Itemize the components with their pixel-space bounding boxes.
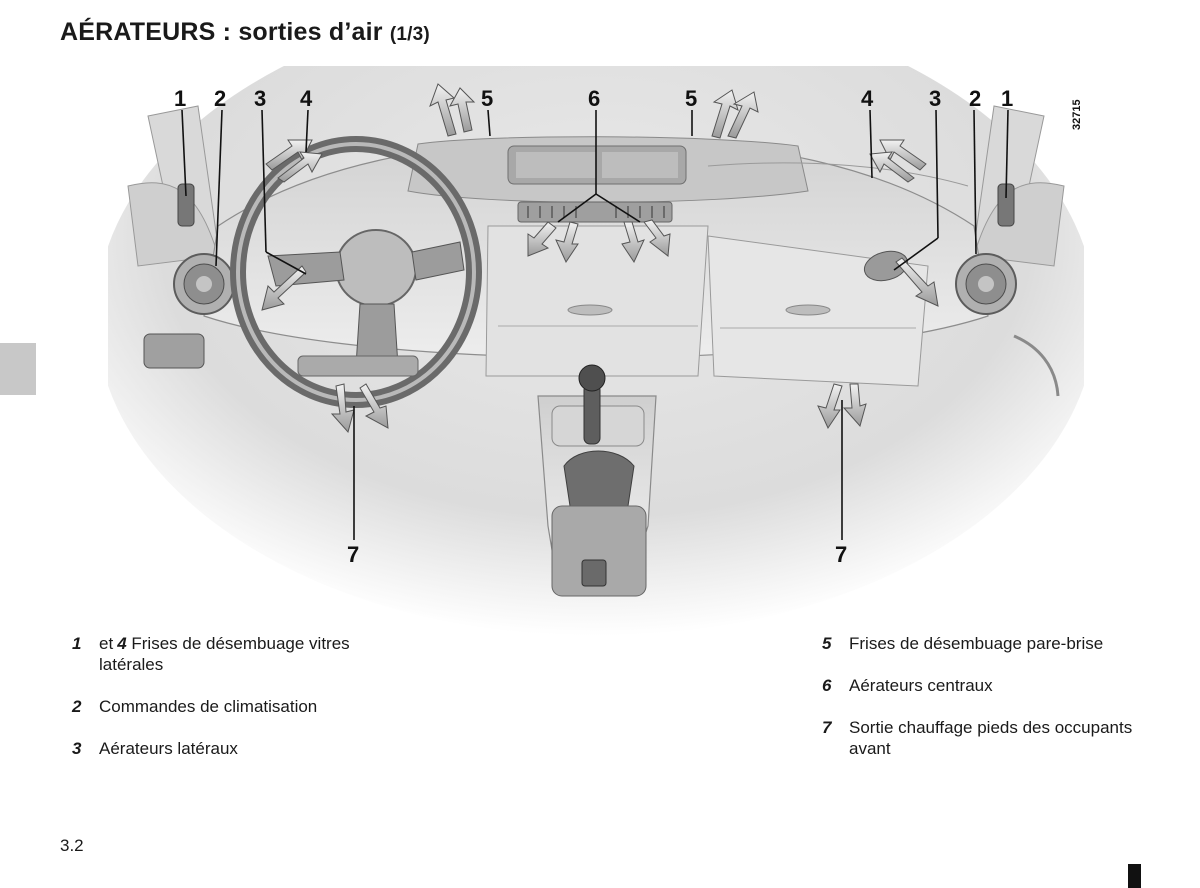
callout-1-left: 1 xyxy=(174,86,186,111)
legend-number: 3 xyxy=(72,739,82,758)
legend-number: 2 xyxy=(72,697,82,716)
leader-lines xyxy=(181,109,1009,540)
callout-5-right: 5 xyxy=(685,86,697,111)
legend-number: 7 xyxy=(822,718,832,737)
legend-description: Frises de désembuage vitres latérales xyxy=(99,634,350,674)
gear-console xyxy=(537,364,657,597)
page-number: 3.2 xyxy=(60,836,84,855)
legend-right: 5 Frises de désembuage pare-brise 6 Aéra… xyxy=(822,633,1142,780)
callout-2-left: 2 xyxy=(214,86,226,111)
callout-3-right: 3 xyxy=(929,86,941,111)
legend-number: 6 xyxy=(822,676,832,695)
figure-reference-code: 32715 xyxy=(1071,99,1083,130)
legend-number: 5 xyxy=(822,634,832,653)
page-title-text: AÉRATEURS : sorties d’air xyxy=(60,18,383,46)
legend-number: 1 xyxy=(72,634,82,653)
legend-item-5: 5 Frises de désembuage pare-brise xyxy=(822,633,1142,654)
legend-item-3: 3 Aérateurs latéraux xyxy=(72,738,402,759)
page-title-part: (1/3) xyxy=(389,24,430,45)
legend-description: Aérateurs latéraux xyxy=(99,739,238,758)
side-vents xyxy=(143,183,1060,397)
callout-4-left: 4 xyxy=(300,86,313,111)
legend-description: Commandes de climatisation xyxy=(99,697,318,716)
legend-description: Sortie chauffage pieds des occupants ava… xyxy=(849,718,1133,758)
callout-1-right: 1 xyxy=(1001,86,1013,111)
legend-number-secondary: 4 xyxy=(117,634,127,653)
callout-3-left: 3 xyxy=(254,86,266,111)
callout-labels: 1 2 3 4 5 6 5 4 3 2 1 7 7 32715 xyxy=(174,86,1083,567)
legend-item-7: 7 Sortie chauffage pieds des occupants a… xyxy=(822,717,1142,759)
callout-7-right: 7 xyxy=(835,542,847,567)
dashboard xyxy=(203,136,989,387)
legend-description: Frises de désembuage pare-brise xyxy=(849,634,1104,653)
callout-7-left: 7 xyxy=(347,542,359,567)
callout-5-left: 5 xyxy=(481,86,493,111)
page-title: AÉRATEURS : sorties d’air (1/3) xyxy=(60,18,430,47)
callout-4-right: 4 xyxy=(861,86,874,111)
airflow-arrows xyxy=(261,83,939,434)
callout-6: 6 xyxy=(588,86,600,111)
legend-item-2: 2 Commandes de climatisation xyxy=(72,696,402,717)
page-edge-marker xyxy=(1128,864,1141,888)
legend-join-word: et xyxy=(99,634,114,653)
steering-wheel xyxy=(230,136,482,408)
callout-2-right: 2 xyxy=(969,86,981,111)
chapter-tab xyxy=(0,343,36,395)
legend-description: Aérateurs centraux xyxy=(849,676,993,695)
dashboard-illustration: 1 2 3 4 5 6 5 4 3 2 1 7 7 32715 xyxy=(108,66,1084,638)
legend-item-6: 6 Aérateurs centraux xyxy=(822,675,1142,696)
